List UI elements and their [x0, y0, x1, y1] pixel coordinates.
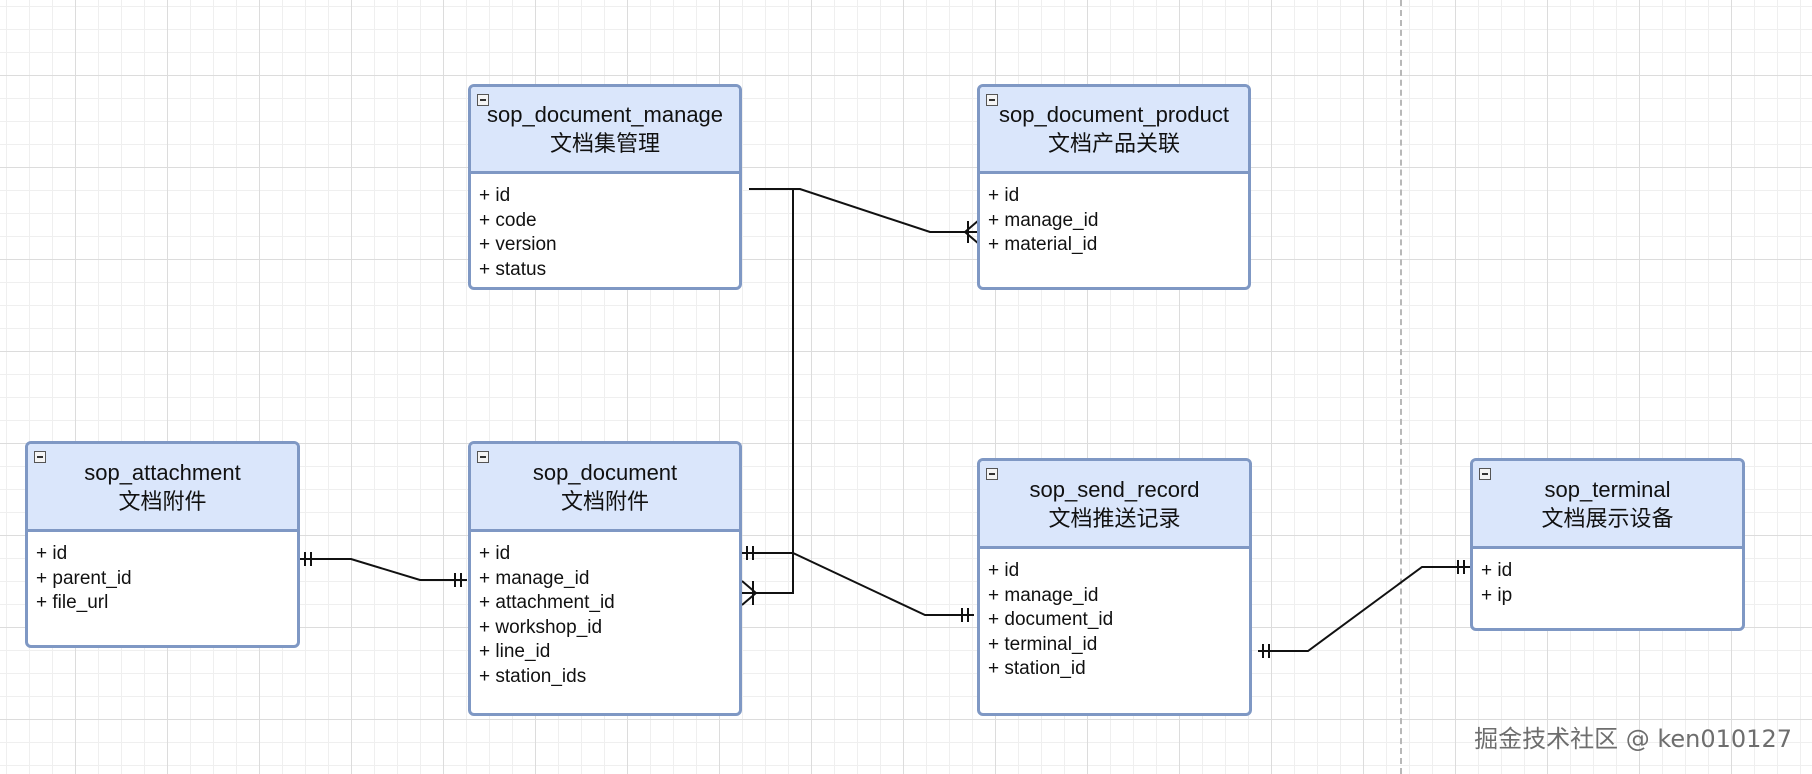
table-cn-name: 文档集管理 [549, 131, 660, 156]
field-item: + workshop_id [479, 616, 603, 638]
table-name: sop_terminal [1544, 477, 1671, 502]
relation-send-record-to-terminal[interactable] [1258, 560, 1470, 658]
page-break-line [1400, 0, 1402, 774]
entity-header: sop_send_record 文档推送记录 [980, 461, 1249, 549]
field-item: + id [479, 543, 511, 564]
entity-header: sop_attachment 文档附件 [28, 444, 297, 532]
field-list: + id + manage_id + attachment_id + works… [471, 532, 739, 689]
field-item: + id [988, 185, 1020, 206]
field-list: + id + parent_id + file_url [28, 532, 297, 616]
field-list: + id + ip [1473, 549, 1742, 608]
entity-sop-document-manage[interactable]: sop_document_manage 文档集管理 + id + code + … [468, 84, 742, 290]
table-cn-name: 文档附件 [560, 489, 649, 514]
collapse-minus-icon[interactable] [34, 451, 46, 463]
table-name: sop_document_manage [486, 102, 724, 127]
entity-sop-attachment[interactable]: sop_attachment 文档附件 + id + parent_id + f… [25, 441, 300, 648]
field-item: + station_id [988, 658, 1086, 679]
field-item: + manage_id [988, 209, 1099, 231]
field-item: + ip [1481, 584, 1513, 606]
table-name: sop_send_record [1029, 477, 1200, 502]
field-list: + id + manage_id + material_id [980, 174, 1248, 258]
field-item: + line_id [479, 641, 551, 662]
table-cn-name: 文档展示设备 [1541, 506, 1674, 531]
entity-header: sop_document_manage 文档集管理 [471, 87, 739, 174]
field-item: + material_id [988, 234, 1098, 255]
watermark-text: 掘金技术社区 @ ken010127 [1474, 725, 1792, 753]
field-item: + station_ids [479, 665, 587, 687]
entity-sop-terminal[interactable]: sop_terminal 文档展示设备 + id + ip [1470, 458, 1745, 631]
entity-sop-document[interactable]: sop_document 文档附件 + id + manage_id + att… [468, 441, 742, 716]
entity-sop-send-record[interactable]: sop_send_record 文档推送记录 + id + manage_id … [977, 458, 1252, 716]
field-item: + id [36, 543, 68, 564]
field-item: + id [1481, 560, 1513, 581]
field-item: + id [479, 185, 511, 206]
relation-manage-to-product[interactable] [749, 188, 980, 245]
field-item: + status [479, 258, 547, 280]
table-name: sop_document_product [999, 102, 1229, 127]
entity-header: sop_document 文档附件 [471, 444, 739, 532]
collapse-minus-icon[interactable] [477, 94, 489, 106]
field-item: + attachment_id [479, 592, 615, 613]
collapse-minus-icon[interactable] [986, 468, 998, 480]
field-item: + manage_id [479, 567, 590, 589]
table-name: sop_document [532, 460, 678, 485]
relation-manage-to-document[interactable] [741, 188, 794, 606]
field-list: + id + manage_id + document_id + termina… [980, 549, 1249, 682]
field-list: + id + code + version + status [471, 174, 739, 282]
relation-document-to-send-record[interactable] [742, 546, 974, 622]
field-item: + document_id [988, 609, 1114, 630]
field-item: + parent_id [36, 567, 132, 589]
field-item: + code [479, 209, 537, 231]
table-cn-name: 文档附件 [118, 489, 207, 514]
collapse-minus-icon[interactable] [477, 451, 489, 463]
relation-attachment-to-document[interactable] [300, 552, 467, 587]
entity-sop-document-product[interactable]: sop_document_product 文档产品关联 + id + manag… [977, 84, 1251, 290]
field-item: + terminal_id [988, 633, 1098, 655]
field-item: + version [479, 234, 557, 255]
collapse-minus-icon[interactable] [1479, 468, 1491, 480]
field-item: + file_url [36, 592, 109, 613]
table-cn-name: 文档产品关联 [1047, 131, 1180, 156]
collapse-minus-icon[interactable] [986, 94, 998, 106]
entity-header: sop_document_product 文档产品关联 [980, 87, 1248, 174]
entity-header: sop_terminal 文档展示设备 [1473, 461, 1742, 549]
field-item: + id [988, 560, 1020, 581]
table-name: sop_attachment [84, 460, 241, 485]
table-cn-name: 文档推送记录 [1048, 506, 1181, 531]
field-item: + manage_id [988, 584, 1099, 606]
